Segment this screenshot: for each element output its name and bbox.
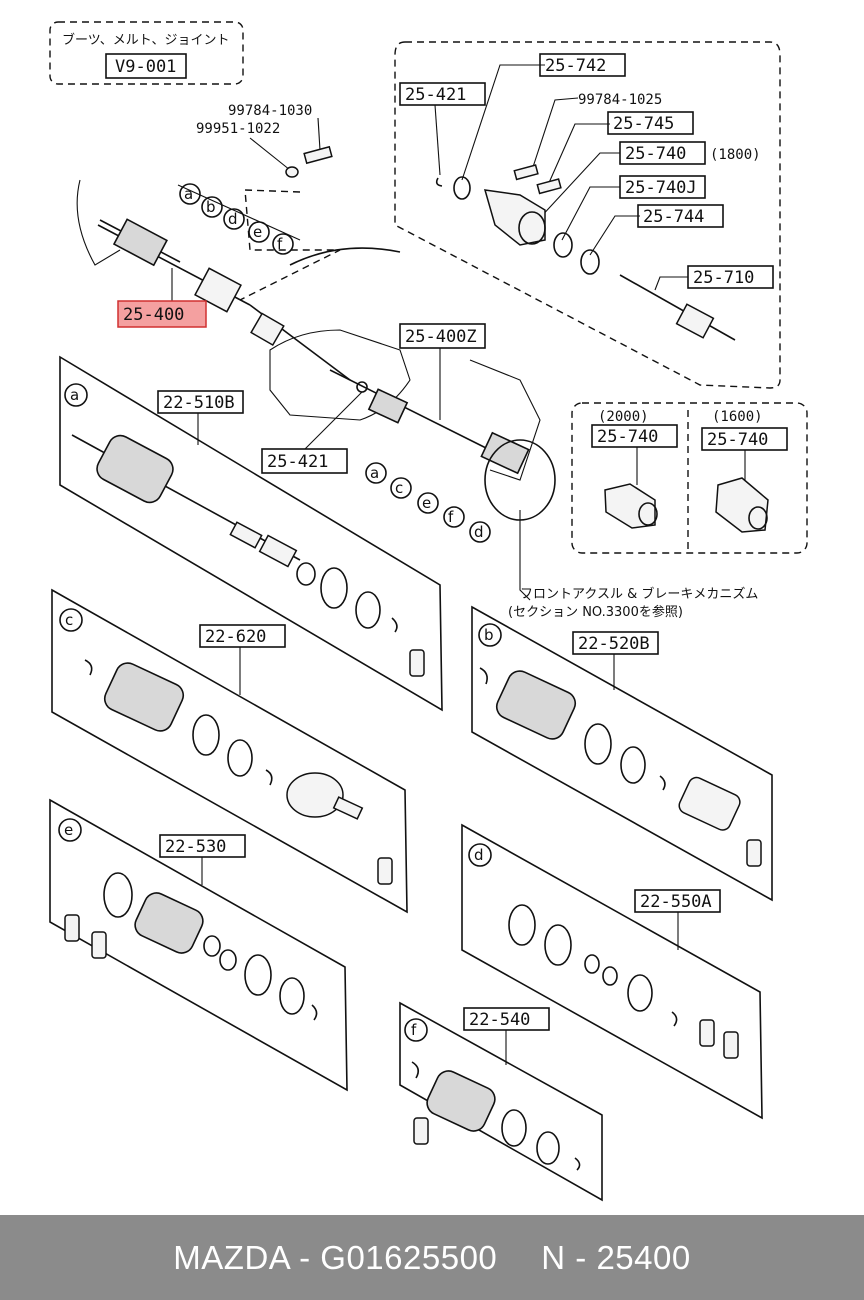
highlighted-part-label[interactable]: 25-400 <box>117 268 207 328</box>
mid-variant-letters: a c e f d <box>365 462 491 543</box>
svg-text:d: d <box>474 846 484 864</box>
svg-text:b: b <box>484 626 494 644</box>
svg-text:f: f <box>448 508 454 526</box>
label-25-421-top: 25-421 <box>405 85 466 105</box>
bolt-icon <box>285 145 333 178</box>
panel-b-kit: b 22-520B <box>471 605 773 902</box>
bracket-variants: (2000) (1600) 25-740 25-740 <box>571 402 808 554</box>
bolt-label-b: 99951-1022 <box>196 121 280 137</box>
label-25-400: 25-400 <box>123 305 184 325</box>
note-line-1: フロントアクスル & ブレーキメカニズム <box>520 586 758 602</box>
svg-text:d: d <box>474 523 484 541</box>
panel-a-kit: a 22-510B <box>59 355 443 712</box>
label-22-520B: 22-520B <box>578 634 650 654</box>
header-code: V9-001 <box>115 57 176 77</box>
label-25-400Z: 25-400Z <box>405 327 477 347</box>
parts-diagram: ブーツ、メルト、ジョイント V9-001 99784-1030 99951-10… <box>49 21 808 1202</box>
panel-d-kit: d 22-550A <box>461 823 763 1120</box>
panel-e-kit: e 22-530 <box>49 798 348 1092</box>
label-2000: (2000) <box>598 409 649 425</box>
label-25-744: 25-744 <box>643 207 704 227</box>
svg-text:a: a <box>184 185 193 203</box>
bolt-label-a: 99784-1030 <box>228 103 312 119</box>
svg-text:e: e <box>422 494 431 512</box>
label-25-740J: 25-740J <box>625 178 697 198</box>
label-25-421-mid: 25-421 <box>267 452 328 472</box>
label-22-510B: 22-510B <box>163 393 235 413</box>
svg-text:c: c <box>395 479 403 497</box>
header-title: ブーツ、メルト、ジョイント <box>62 32 229 48</box>
note-line-2: (セクション NO.3300を参照) <box>508 604 683 620</box>
svg-text:a: a <box>70 386 79 404</box>
bolt-label-c: 99784-1025 <box>578 92 662 108</box>
label-22-540: 22-540 <box>469 1010 530 1030</box>
top-variant-letters: a b d e f <box>177 183 301 255</box>
svg-text:f: f <box>411 1021 417 1039</box>
footer-brand-part-number: MAZDA - G01625500 <box>173 1238 498 1276</box>
svg-text:b: b <box>206 198 216 216</box>
label-25-745: 25-745 <box>613 114 674 134</box>
label-22-530: 22-530 <box>165 837 226 857</box>
svg-text:e: e <box>253 223 262 241</box>
label-1800: (1800) <box>710 147 761 163</box>
drive-shaft-upper <box>76 179 401 381</box>
part-number-footer: MAZDA - G01625500 N - 25400 <box>0 1215 864 1300</box>
label-22-550A: 22-550A <box>640 892 712 912</box>
svg-text:a: a <box>370 464 379 482</box>
svg-text:d: d <box>228 210 238 228</box>
hub-bearing-group: 25-742 25-421 99784-1025 25-745 25-740 (… <box>394 41 781 389</box>
footer-reference-number: N - 25400 <box>541 1238 691 1276</box>
label-25-740: 25-740 <box>625 144 686 164</box>
label-25-710: 25-710 <box>693 268 754 288</box>
panel-c-kit: c 22-620 <box>51 588 408 914</box>
label-25-740-a: 25-740 <box>597 427 658 447</box>
label-25-740-b: 25-740 <box>707 430 768 450</box>
svg-text:f: f <box>277 235 283 253</box>
label-1600: (1600) <box>712 409 763 425</box>
label-22-620: 22-620 <box>205 627 266 647</box>
label-25-742: 25-742 <box>545 56 606 76</box>
svg-text:e: e <box>64 821 73 839</box>
panel-f-kit: f 22-540 <box>399 1001 603 1202</box>
header-reference-box: ブーツ、メルト、ジョイント V9-001 <box>49 21 244 85</box>
svg-text:c: c <box>65 611 73 629</box>
